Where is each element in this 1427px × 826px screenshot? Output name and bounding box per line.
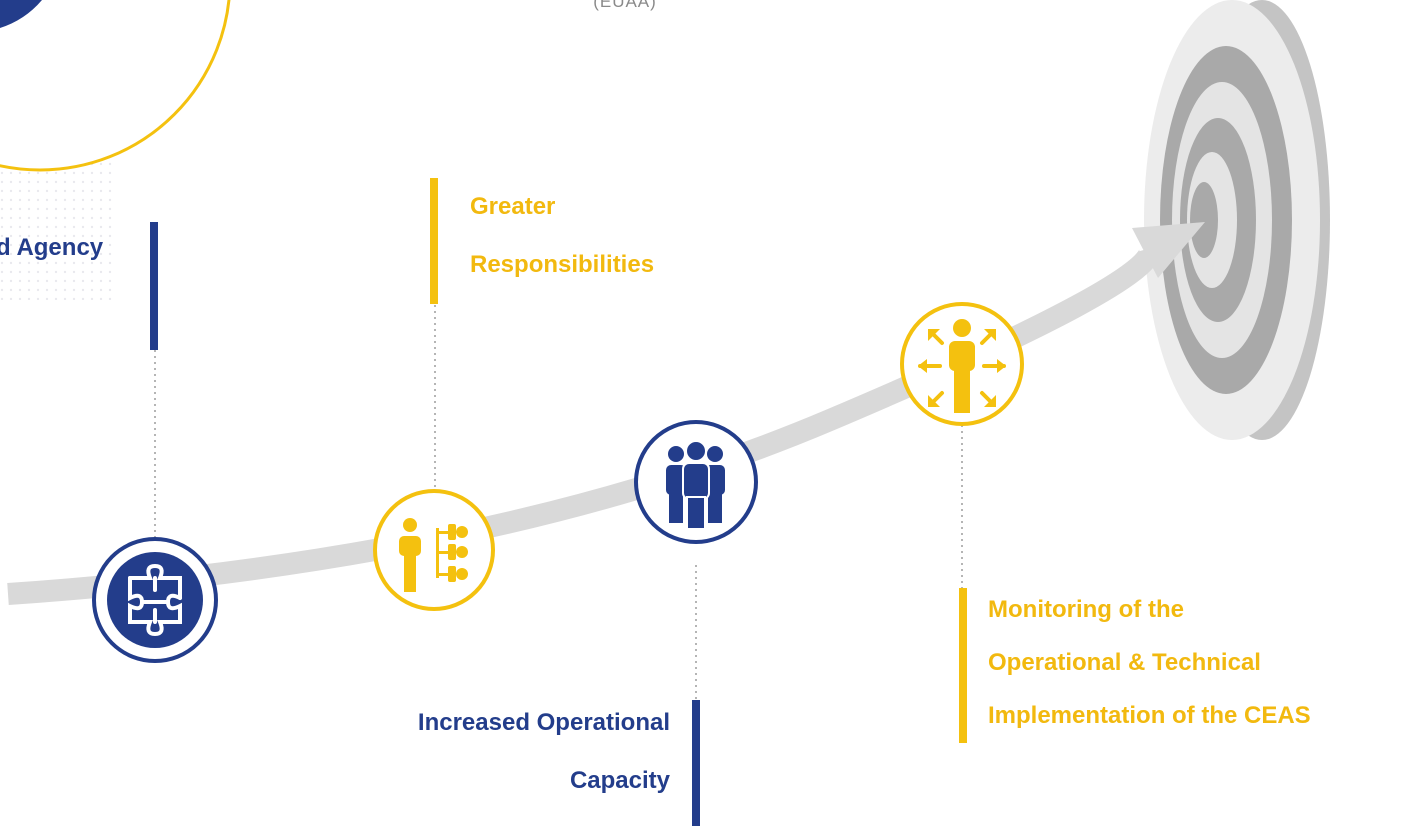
agency-circle-fill bbox=[0, 0, 42, 28]
target-bullseye-icon bbox=[1144, 0, 1330, 440]
milestone-3-label: Increased Operational Capacity bbox=[330, 694, 670, 810]
milestone-2-label: Greater Responsibilities bbox=[470, 178, 654, 294]
puzzle-icon bbox=[128, 563, 182, 637]
milestone-4-label: Monitoring of the Operational & Technica… bbox=[988, 583, 1311, 742]
milestone-2-bar bbox=[430, 178, 438, 304]
team-people-icon bbox=[666, 440, 725, 530]
person-hierarchy-icon bbox=[399, 518, 468, 592]
milestone-4-line-1: Monitoring of the bbox=[988, 596, 1184, 623]
milestone-1-line-1: d Agency bbox=[0, 234, 104, 261]
agency-circle bbox=[0, 0, 231, 172]
milestone-4 bbox=[900, 302, 1024, 426]
milestone-3-bar bbox=[692, 700, 700, 826]
person-expand-arrows-icon bbox=[918, 319, 1006, 413]
milestone-2-line-2: Responsibilities bbox=[470, 251, 655, 278]
milestone-3 bbox=[634, 420, 758, 544]
agency-abbreviation: (EUAA) bbox=[593, 0, 657, 11]
milestone-3-line-2: Capacity bbox=[569, 767, 670, 794]
milestone-2 bbox=[373, 489, 495, 611]
milestone-2-line-1: Greater bbox=[470, 193, 556, 220]
milestone-3-line-1: Increased Operational bbox=[417, 709, 670, 736]
milestone-4-bar bbox=[959, 588, 967, 743]
milestone-4-line-2: Operational & Technical bbox=[988, 649, 1261, 676]
milestone-1-bar bbox=[150, 222, 158, 350]
milestone-1-label: d Agency bbox=[0, 222, 103, 274]
milestone-1 bbox=[92, 537, 218, 663]
milestone-4-line-3: Implementation of the CEAS bbox=[988, 702, 1311, 729]
connectors bbox=[154, 305, 963, 700]
